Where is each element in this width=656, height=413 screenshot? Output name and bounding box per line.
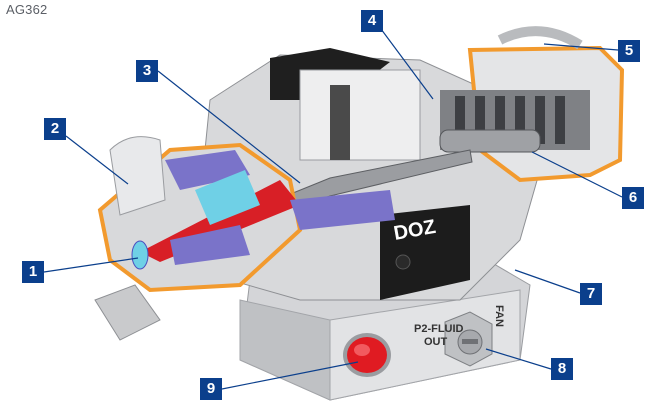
- piston-stack: [439, 90, 590, 153]
- leader-line-1: [43, 257, 139, 273]
- figure-code: AG362: [6, 2, 48, 17]
- air-cap: [94, 136, 166, 341]
- callout-8: 8: [551, 358, 573, 380]
- callout-4: 4: [361, 10, 383, 32]
- callout-2: 2: [44, 118, 66, 140]
- leader-line-7: [514, 269, 581, 294]
- fluid-out-port: [343, 333, 391, 377]
- leader-line-6: [531, 151, 623, 198]
- port-label-line2: OUT: [424, 336, 448, 348]
- leader-line-8: [485, 348, 552, 370]
- callout-5: 5: [618, 40, 640, 62]
- leader-line-5: [543, 43, 619, 51]
- port-label-line1: P2-FLUID: [414, 323, 464, 335]
- fan-side-label: FAN: [493, 305, 505, 327]
- callout-7: 7: [580, 283, 602, 305]
- callout-6: 6: [622, 187, 644, 209]
- leader-line-2: [65, 135, 129, 185]
- callout-1: 1: [22, 261, 44, 283]
- callout-3: 3: [136, 60, 158, 82]
- leader-line-9: [221, 361, 359, 390]
- leader-line-4: [380, 28, 434, 100]
- leader-line-3: [157, 70, 301, 184]
- leader-lines: [43, 28, 623, 390]
- callout-9: 9: [200, 378, 222, 400]
- fan-fitting: [444, 311, 493, 367]
